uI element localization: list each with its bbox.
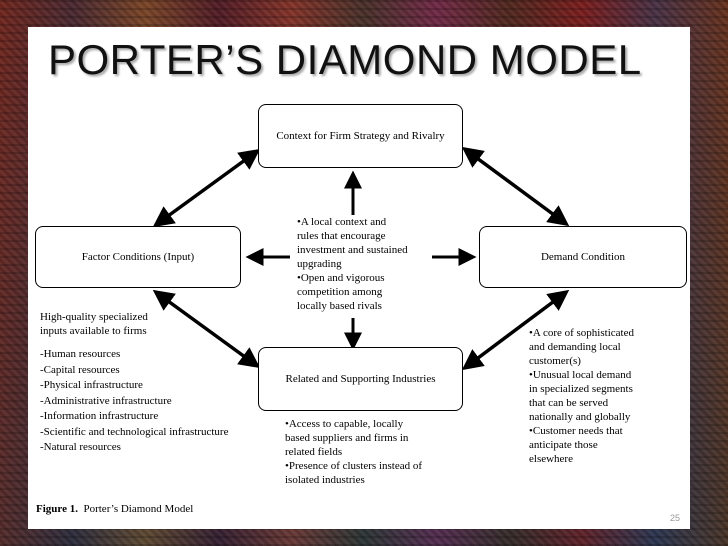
figure-caption: Figure 1. Porter’s Diamond Model <box>36 503 193 515</box>
factor-box: Factor Conditions (Input) <box>35 226 241 288</box>
factor-notes: High-quality specialized inputs availabl… <box>40 311 148 337</box>
center-notes: •A local context and rules that encourag… <box>297 216 408 312</box>
related-box: Related and Supporting Industries <box>258 347 463 411</box>
factor-list: -Human resources -Capital resources -Phy… <box>40 348 229 453</box>
demand-notes: •A core of sophisticated and demanding l… <box>529 327 634 465</box>
arrow-demand-related <box>461 289 570 371</box>
arrow-strategy-demand <box>461 146 570 227</box>
demand-box: Demand Condition <box>479 226 687 288</box>
arrow-factor-related <box>152 289 261 369</box>
arrow-factor-strategy <box>152 148 261 228</box>
figure-caption-text: Porter’s Diamond Model <box>83 503 194 515</box>
figure-caption-label: Figure 1. <box>36 503 78 515</box>
strategy-box: Context for Firm Strategy and Rivalry <box>258 104 463 168</box>
page-number: 25 <box>670 513 681 523</box>
related-notes: •Access to capable, locally based suppli… <box>285 418 423 486</box>
slide-title: PORTER’S DIAMOND MODEL <box>48 36 642 83</box>
